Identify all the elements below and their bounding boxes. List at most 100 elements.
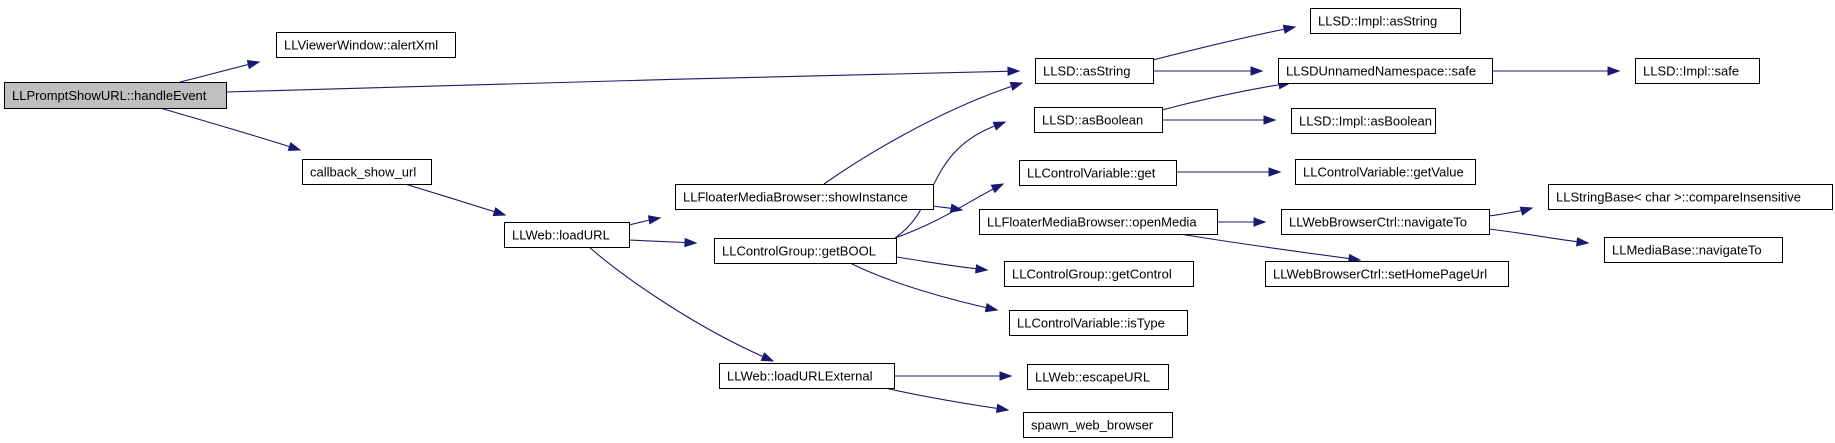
edge-arrowhead xyxy=(1282,24,1297,34)
edge-navigate-to-compare xyxy=(1488,206,1534,217)
node-istype[interactable]: LLControlVariable::isType xyxy=(1009,310,1188,336)
node-alertxml[interactable]: LLViewerWindow::alertXml xyxy=(276,32,456,58)
node-label: LLSD::Impl::safe xyxy=(1643,64,1739,79)
edge-loadext-to-spawn xyxy=(884,387,1010,414)
node-box xyxy=(719,363,895,389)
node-loadext[interactable]: LLWeb::loadURLExternal xyxy=(719,363,895,389)
edge-getbool-to-asbool xyxy=(894,121,1007,239)
edge-line xyxy=(894,183,1004,239)
node-box xyxy=(1295,159,1476,185)
edge-line xyxy=(225,70,1020,93)
nodes-layer: LLPromptShowURL::handleEvent LLViewerWind… xyxy=(4,8,1833,438)
edge-arrowhead xyxy=(995,403,1010,414)
node-spawn[interactable]: spawn_web_browser xyxy=(1023,412,1173,438)
node-getcontrol[interactable]: LLControlGroup::getControl xyxy=(1004,261,1194,287)
edge-line xyxy=(1152,26,1296,61)
node-implasstring[interactable]: LLSD::Impl::asString xyxy=(1310,8,1461,34)
node-box xyxy=(1265,261,1509,287)
edge-root-to-alertxml xyxy=(179,59,261,83)
node-showinst[interactable]: LLFloaterMediaBrowser::showInstance xyxy=(675,184,934,210)
node-box xyxy=(1291,108,1436,134)
node-box xyxy=(1548,184,1833,210)
edge-line xyxy=(1488,228,1589,244)
node-box xyxy=(1009,310,1188,336)
node-escape[interactable]: LLWeb::escapeURL xyxy=(1027,364,1169,390)
node-box xyxy=(4,82,227,109)
edge-getbool-to-getcontrol xyxy=(895,256,989,274)
node-box xyxy=(1310,8,1461,34)
node-box xyxy=(276,32,456,58)
node-label: LLMediaBase::navigateTo xyxy=(1612,243,1762,258)
edge-loadurl-to-getbool xyxy=(628,237,698,248)
edge-asbool-to-implasbool xyxy=(1162,115,1277,125)
edge-arrowhead xyxy=(1576,237,1590,247)
edge-line xyxy=(404,183,506,216)
node-box xyxy=(979,209,1218,235)
edge-arrowhead xyxy=(1009,81,1024,91)
edge-line xyxy=(849,262,998,311)
edge-line xyxy=(1179,233,1361,261)
node-label: LLWeb::loadURLExternal xyxy=(727,369,873,384)
node-box xyxy=(1034,107,1163,133)
edge-arrowhead xyxy=(760,352,775,362)
node-safe[interactable]: LLSDUnnamedNamespace::safe xyxy=(1278,58,1493,84)
node-box xyxy=(714,238,897,264)
edge-arrowhead xyxy=(1268,167,1282,177)
edge-root-to-callback xyxy=(159,107,302,151)
node-implasbool[interactable]: LLSD::Impl::asBoolean xyxy=(1291,108,1436,134)
edge-safe-to-implsafe xyxy=(1492,66,1621,76)
edge-arrowhead xyxy=(999,371,1013,381)
node-label: LLWeb::loadURL xyxy=(512,228,610,243)
edge-line xyxy=(179,61,260,83)
edge-arrowhead xyxy=(246,59,261,70)
edge-arrowhead xyxy=(1607,66,1621,76)
edge-callback-to-loadurl xyxy=(404,183,507,217)
edge-line xyxy=(884,387,1009,411)
node-label: LLSDUnnamedNamespace::safe xyxy=(1286,64,1476,79)
node-medianav[interactable]: LLMediaBase::navigateTo xyxy=(1604,237,1783,263)
node-compare[interactable]: LLStringBase< char >::compareInsensitive xyxy=(1548,184,1833,210)
node-getvalue[interactable]: LLControlVariable::getValue xyxy=(1295,159,1476,185)
node-label: LLSD::Impl::asString xyxy=(1318,14,1437,29)
node-asbool[interactable]: LLSD::asBoolean xyxy=(1034,107,1163,133)
edge-arrowhead xyxy=(949,203,964,213)
edge-line xyxy=(588,246,774,362)
node-label: LLControlGroup::getControl xyxy=(1012,267,1172,282)
node-loadurl[interactable]: LLWeb::loadURL xyxy=(504,222,630,248)
edge-openmedia-to-navigate xyxy=(1217,217,1267,227)
edge-loadurl-to-loadext xyxy=(588,246,775,362)
node-box xyxy=(1278,58,1493,84)
node-label: LLControlVariable::getValue xyxy=(1303,165,1464,180)
node-label: LLControlGroup::getBOOL xyxy=(722,244,876,259)
edge-asstring-to-implasstring xyxy=(1152,24,1297,61)
node-label: callback_show_url xyxy=(310,165,416,180)
node-label: LLControlVariable::isType xyxy=(1017,316,1165,331)
edge-arrowhead xyxy=(647,215,662,225)
edge-arrowhead xyxy=(975,264,989,274)
edge-arrowhead xyxy=(1519,206,1534,216)
node-cvget[interactable]: LLControlVariable::get xyxy=(1019,160,1177,186)
edge-cvget-to-getvalue xyxy=(1175,167,1282,177)
node-label: LLSD::asBoolean xyxy=(1042,113,1143,128)
edge-asbool-to-safe xyxy=(1161,80,1292,111)
node-sethome[interactable]: LLWebBrowserCtrl::setHomePageUrl xyxy=(1265,261,1509,287)
node-box xyxy=(1604,237,1783,263)
node-callback[interactable]: callback_show_url xyxy=(302,159,432,185)
node-box xyxy=(1635,58,1760,84)
edge-arrowhead xyxy=(984,302,999,313)
node-asstring[interactable]: LLSD::asString xyxy=(1035,58,1154,84)
edge-getbool-to-cvget xyxy=(894,183,1005,239)
node-navigate[interactable]: LLWebBrowserCtrl::navigateTo xyxy=(1281,209,1490,235)
node-label: LLViewerWindow::alertXml xyxy=(284,38,438,53)
edge-arrowhead xyxy=(492,207,507,217)
edge-line xyxy=(895,256,988,271)
edge-arrowhead xyxy=(992,121,1007,131)
edge-loadext-to-escape xyxy=(894,371,1013,381)
node-openmedia[interactable]: LLFloaterMediaBrowser::openMedia xyxy=(979,209,1218,235)
node-implsafe[interactable]: LLSD::Impl::safe xyxy=(1635,58,1760,84)
node-root[interactable]: LLPromptShowURL::handleEvent xyxy=(4,82,227,109)
node-label: LLFloaterMediaBrowser::showInstance xyxy=(683,190,908,205)
edge-arrowhead xyxy=(1263,115,1277,125)
node-getbool[interactable]: LLControlGroup::getBOOL xyxy=(714,238,897,264)
